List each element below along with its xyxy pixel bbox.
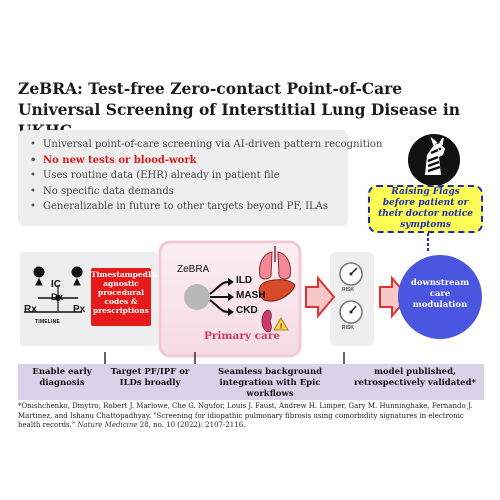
- timeline-px-label: Px: [73, 304, 86, 315]
- citation-text: *Onishchenko, Dmytro, Robert J. Marlowe,…: [18, 402, 473, 429]
- timeline-caption: TIMELINE: [35, 319, 60, 325]
- zebra-branches: [209, 281, 229, 313]
- ts-line: codes &: [104, 297, 138, 306]
- timestamped-codes-box: TimestampedDi agnostic procedural codes …: [91, 268, 158, 326]
- ts-line: TimestampedDi: [91, 270, 158, 279]
- raising-flags-callout: Raising Flags before patient or their do…: [368, 185, 483, 233]
- target-ckd: CKD: [236, 305, 258, 316]
- risk-label: RISK: [342, 325, 354, 331]
- bottom-summary-bar: [18, 364, 484, 400]
- bullet-item: Universal point-of-care screening via AI…: [30, 137, 382, 153]
- svg-text:!: !: [280, 324, 282, 331]
- bar-item-integration: Seamless background integration with Epi…: [217, 367, 323, 399]
- bullet-item: Uses routine data (EHR) already in patie…: [30, 168, 382, 184]
- liver-icon: [258, 279, 296, 302]
- timeline-ic-label: IC: [51, 279, 61, 290]
- lungs-icon: [259, 246, 291, 280]
- target-mash: MASH: [236, 290, 266, 301]
- gauge-icon: [339, 262, 363, 286]
- bar-item-early-diagnosis: Enable early diagnosis: [32, 367, 92, 388]
- bar-item-validated: model published, retrospectively validat…: [354, 367, 476, 388]
- gauge-icon: [339, 300, 363, 324]
- ts-line: agnostic: [103, 279, 139, 288]
- citation: *Onishchenko, Dmytro, Robert J. Marlowe,…: [18, 402, 488, 431]
- downstream-label: downstream care modulation: [410, 278, 470, 310]
- primary-care-label: Primary care: [204, 330, 281, 342]
- bullet-item: No specific data demands: [30, 184, 382, 200]
- citation-ref: 28, no. 10 (2022): 2107-2116.: [139, 421, 246, 429]
- target-ild: ILD: [236, 275, 253, 286]
- risk-label: RISK: [342, 287, 354, 293]
- zebra-node: [184, 284, 210, 310]
- timeline-icon: [24, 266, 83, 313]
- zebra-logo-icon: [408, 134, 460, 186]
- arrow-right-icon: [305, 275, 336, 319]
- ts-line: procedural: [98, 288, 144, 297]
- timeline-rx-label: Rx: [24, 304, 37, 315]
- downstream-node: [398, 255, 482, 339]
- bullet-item-highlight: No new tests or blood-work: [30, 153, 382, 169]
- citation-journal: Nature Medicine: [77, 421, 138, 429]
- ts-line: prescriptions: [93, 306, 149, 315]
- zebra-label: ZeBRA: [177, 264, 210, 275]
- timeline-dx-label: Dx: [51, 292, 64, 303]
- bar-item-target: Target PF/IPF or ILDs broadly: [110, 367, 190, 388]
- kidney-warning-icon: !: [261, 309, 289, 333]
- bullet-list: Universal point-of-care screening via AI…: [30, 137, 382, 215]
- bullet-item: Generalizable in future to other targets…: [30, 199, 382, 215]
